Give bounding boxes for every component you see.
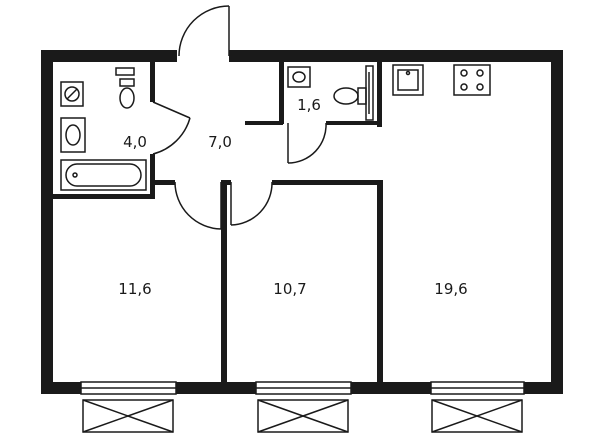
bathroom-fixtures bbox=[60, 67, 147, 191]
toilet-door bbox=[287, 122, 327, 164]
wall-middle-bedroom-top bbox=[272, 180, 382, 185]
wall-bath-right-bottom bbox=[150, 154, 155, 199]
wall-left bbox=[41, 50, 53, 394]
wall-right bbox=[551, 50, 563, 394]
bedroom-middle-area-label: 10,7 bbox=[273, 280, 306, 298]
wall-bath-right-top bbox=[150, 62, 155, 102]
interior-walls bbox=[53, 62, 383, 382]
bathtub-icon bbox=[60, 159, 147, 191]
bedroom-left-area-label: 11,6 bbox=[118, 280, 151, 298]
toilet-room-fixtures bbox=[287, 65, 374, 121]
area-labels: 4,0 7,0 1,6 11,6 10,7 19,6 bbox=[118, 96, 467, 298]
wall-top-left bbox=[41, 50, 177, 62]
bathroom-area-label: 4,0 bbox=[123, 133, 147, 151]
wall-hall-left-stub bbox=[155, 180, 175, 185]
toilet-sink-icon bbox=[287, 66, 311, 88]
window-left bbox=[80, 381, 177, 433]
middle-bedroom-door bbox=[230, 181, 273, 226]
wall-bottom-3 bbox=[351, 382, 431, 394]
kitchen-fixtures bbox=[392, 64, 491, 96]
wall-bath-bottom bbox=[53, 194, 155, 199]
wall-toilet-bottom-right bbox=[326, 121, 382, 125]
wall-hall-mid-stub bbox=[221, 180, 231, 185]
exterior-walls bbox=[41, 50, 563, 394]
wall-bedroom-separator-right bbox=[377, 180, 383, 382]
bathroom-door bbox=[152, 101, 191, 155]
wall-top-right bbox=[229, 50, 563, 62]
wall-bottom-2 bbox=[176, 382, 256, 394]
toilet-area-label: 1,6 bbox=[297, 96, 321, 114]
wall-toilet-left bbox=[279, 62, 284, 124]
washing-machine-icon bbox=[60, 81, 84, 107]
window-right bbox=[430, 381, 525, 433]
doors bbox=[152, 5, 327, 230]
kitchen-sink-icon bbox=[392, 64, 424, 96]
wall-bottom-1 bbox=[41, 382, 81, 394]
window-middle bbox=[255, 381, 352, 433]
wall-bedroom-separator-left bbox=[221, 180, 227, 382]
bathroom-sink-icon bbox=[60, 117, 86, 153]
bathroom-toilet-icon bbox=[119, 78, 135, 109]
left-bedroom-door bbox=[174, 181, 222, 230]
towel-rail-icon bbox=[115, 67, 135, 76]
kitchen-living-area-label: 19,6 bbox=[434, 280, 467, 298]
wall-kitchen-left-upper bbox=[377, 62, 382, 127]
toilet-cabinet-icon bbox=[365, 65, 374, 121]
wall-bottom-4 bbox=[524, 382, 563, 394]
hallway-area-label: 7,0 bbox=[208, 133, 232, 151]
wall-toilet-bottom-left bbox=[245, 121, 283, 125]
entrance-door bbox=[178, 5, 230, 57]
toilet-bowl-icon bbox=[333, 87, 367, 105]
stove-icon bbox=[453, 64, 491, 96]
windows bbox=[80, 381, 525, 433]
